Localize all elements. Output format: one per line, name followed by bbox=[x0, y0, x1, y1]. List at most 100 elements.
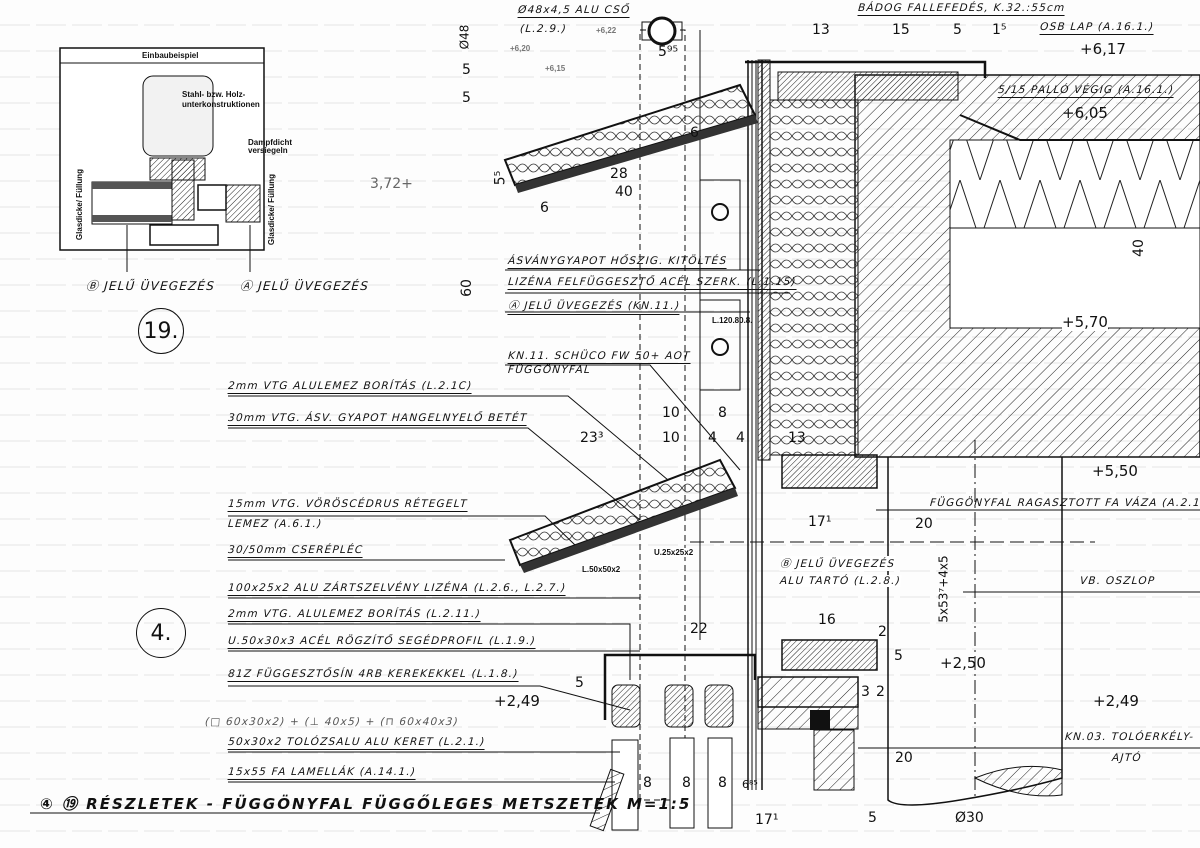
label-alu-support: ALU TARTÓ (L.2.8.) bbox=[779, 575, 902, 587]
dim: 1⁵ bbox=[992, 22, 1007, 38]
label-timber-frame: FÜGGÖNYFAL RAGASZTOTT FA VÁZA (A.2.1.) bbox=[929, 497, 1200, 509]
dim: 60 bbox=[458, 279, 475, 297]
dim: 13 bbox=[788, 430, 806, 446]
label-sliding-door: KN.03. TOLÓERKÉLY- bbox=[1064, 731, 1195, 743]
dim: 2 bbox=[878, 624, 887, 640]
dim: 8 bbox=[643, 775, 652, 791]
glazing-b-label: Ⓑ JELŰ ÜVEGEZÉS bbox=[85, 279, 216, 293]
detail-marker-19: 19. bbox=[138, 308, 184, 354]
alu-pipe bbox=[641, 16, 683, 46]
detail-marker-4-text: 4. bbox=[150, 620, 172, 646]
dim: Ø30 bbox=[955, 810, 984, 826]
dim: 8 bbox=[682, 775, 691, 791]
label-osb: OSB LAP (A.16.1.) bbox=[1039, 21, 1155, 35]
label-shutter-frame: 50x30x2 TOLÓZSALU ALU KERET (L.2.1.) bbox=[227, 736, 486, 750]
label-schuco: KN.11. SCHÜCO FW 50+ AOT bbox=[507, 350, 692, 364]
dim: 40 bbox=[615, 184, 633, 200]
dim: 5⁹⁵ bbox=[658, 44, 679, 60]
dim: 16 bbox=[818, 612, 836, 628]
label-rc-column: VB. OSZLOP bbox=[1079, 575, 1156, 587]
dim: 23³ bbox=[580, 430, 604, 446]
inset-label-substructure: Stahl- bzw. Holz- bbox=[182, 90, 246, 99]
dim: 5 bbox=[462, 62, 471, 78]
level-5-70: +5,70 bbox=[1062, 313, 1108, 331]
label-alu-hollow-section: 100x25x2 ALU ZÁRTSZELVÉNY LIZÉNA (L.2.6.… bbox=[227, 582, 567, 596]
inset-header: Einbaubeispiel bbox=[142, 51, 199, 60]
dim: 5 bbox=[894, 648, 903, 664]
louver-lower bbox=[508, 458, 738, 573]
dim: 5 bbox=[953, 22, 962, 38]
dim: 6⁸⁵ bbox=[742, 778, 758, 791]
inset-label-seal-2: versiegeln bbox=[248, 146, 288, 155]
drawing-title: ④ ⑲ RÉSZLETEK - FÜGGÖNYFAL FÜGGŐLEGES ME… bbox=[40, 795, 692, 813]
dim: 2 bbox=[876, 684, 885, 700]
dim: 3 bbox=[861, 684, 870, 700]
label-batten: 30/50mm CSERÉPLÉC bbox=[227, 544, 364, 558]
dim: 20 bbox=[895, 750, 913, 766]
concrete-column bbox=[690, 440, 1095, 806]
level-6-17: +6,17 bbox=[1080, 40, 1126, 58]
label-sliding-door-2: AJTÓ bbox=[1111, 752, 1143, 764]
dim: 6 bbox=[540, 200, 549, 216]
dim: 10 bbox=[662, 405, 680, 421]
small-label-angle: L.120.80.8. bbox=[712, 316, 753, 325]
dim: 5x53⁷+4x5 bbox=[936, 555, 951, 623]
label-wood-lamellas: 15x55 FA LAMELLÁK (A.14.1.) bbox=[227, 766, 417, 780]
label-mineral-wool: ÁSVÁNYGYAPOT HŐSZIG. KITÖLTÉS bbox=[507, 255, 728, 269]
label-plank: 5/15 PALLÓ VÉGIG (A.16.1.) bbox=[997, 84, 1175, 98]
label-flashing: BÁDOG FALLEFEDÉS, K.32.:55cm bbox=[857, 2, 1066, 16]
label-lizena-steel: LIZÉNA FELFÜGGESZTŐ ACÉL SZERK. (L.1.15) bbox=[507, 276, 798, 290]
detail-marker-19-text: 19. bbox=[143, 318, 179, 344]
dim: 10 bbox=[662, 430, 680, 446]
label-cedar-plywood-2: LEMEZ (A.6.1.) bbox=[227, 518, 323, 530]
label-glazing-b: Ⓑ JELŰ ÜVEGEZÉS bbox=[779, 556, 896, 571]
label-alu-cladding: 2mm VTG ALULEMEZ BORÍTÁS (L.2.1C) bbox=[227, 380, 473, 394]
dim: 8 bbox=[718, 405, 727, 421]
concrete-wall bbox=[854, 74, 1200, 458]
inset-label-thickness-right: Glasdicke/ Füllung bbox=[267, 173, 277, 246]
leader-lines bbox=[30, 269, 1200, 814]
dim: Ø48 bbox=[457, 24, 472, 50]
label-alu-cladding-2: 2mm VTG. ALULEMEZ BORÍTÁS (L.2.11.) bbox=[227, 608, 482, 622]
dim: 13 bbox=[812, 22, 830, 38]
dim: 6 bbox=[690, 125, 699, 141]
dim: 5 bbox=[575, 675, 584, 691]
shutter-rail bbox=[589, 653, 757, 832]
small-label-l-profile: L.50x50x2 bbox=[582, 565, 621, 574]
label-steel-profile: U.50x30x3 ACÉL RÖGZÍTŐ SEGÉDPROFIL (L.1.… bbox=[227, 635, 537, 649]
glazing-a-label: Ⓐ JELŰ ÜVEGEZÉS bbox=[239, 279, 370, 293]
label-cedar-plywood: 15mm VTG. VÖRÖSCÉDRUS RÉTEGELT bbox=[227, 498, 469, 512]
level-2-50: +2,50 bbox=[940, 654, 986, 672]
label-glazing-a: Ⓐ JELŰ ÜVEGEZÉS (KN.11.) bbox=[507, 298, 681, 315]
small-label-u-profile: U.25x25x2 bbox=[654, 548, 694, 557]
louver-upper bbox=[503, 83, 758, 193]
dim: 4 bbox=[708, 430, 717, 446]
dim: 5⁵ bbox=[492, 170, 509, 186]
inset-label-seal: Dampfdicht bbox=[248, 138, 292, 147]
inset-label-substructure-2: unterkonstruktionen bbox=[182, 100, 260, 109]
dim: 20 bbox=[915, 516, 933, 532]
label-acoustic-insert: 30mm VTG. ÁSV. GYAPOT HANGELNYELŐ BETÉT bbox=[227, 412, 528, 426]
inset-label-thickness: Glasdicke/ Füllung bbox=[75, 168, 85, 241]
handwritten-note: 3,72+ bbox=[370, 176, 413, 192]
level-6-05: +6,05 bbox=[1062, 104, 1108, 122]
level-2-49-right: +2,49 bbox=[1093, 692, 1139, 710]
dim: 22 bbox=[690, 621, 708, 637]
label-alu-pipe: Ø48x4,5 ALU CSŐ bbox=[517, 4, 631, 18]
inset-detail bbox=[59, 47, 265, 272]
label-hanging-rail: 81Z FÜGGESZTŐSÍN 4RB KEREKEKKEL (L.1.8.) bbox=[227, 668, 520, 682]
label-curtain-wall: FÜGGÖNYFAL bbox=[507, 364, 592, 376]
detail-marker-4: 4. bbox=[136, 608, 186, 658]
dim: 17¹ bbox=[755, 812, 779, 828]
level-5-50: +5,50 bbox=[1092, 462, 1138, 480]
dim: 5 bbox=[462, 90, 471, 106]
label-profile-note: (□ 60x30x2) + (⊥ 40x5) + (⊓ 60x40x3) bbox=[204, 716, 460, 728]
dim: 8 bbox=[718, 775, 727, 791]
label-alu-pipe-ref: (L.2.9.) bbox=[519, 23, 568, 35]
level-6-22: +6,22 bbox=[596, 26, 617, 35]
level-6-15: +6,15 bbox=[545, 64, 566, 73]
dim: 4 bbox=[736, 430, 745, 446]
dim: 28 bbox=[610, 166, 628, 182]
